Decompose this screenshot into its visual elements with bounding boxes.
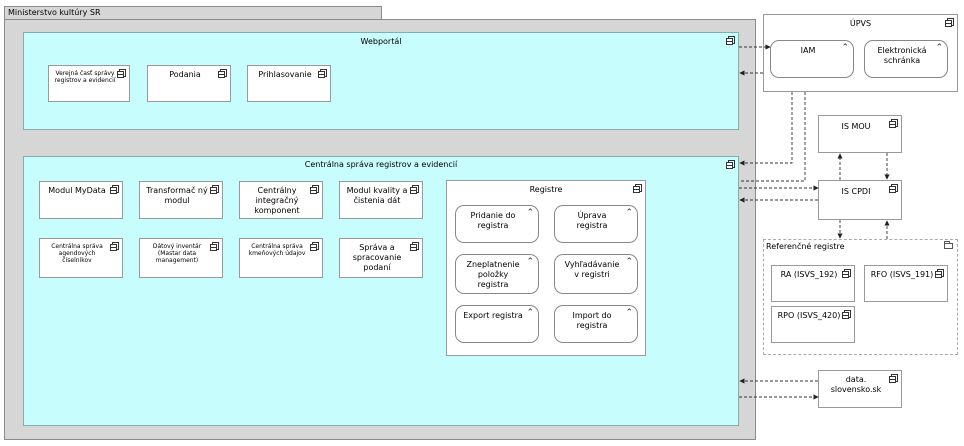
webportal-component-podania[interactable]: Podania: [147, 65, 231, 102]
service-invalidate[interactable]: Zneplatnenie položky registra ⌃: [455, 254, 539, 294]
module-label: Dátový inventár (Mastar data management): [152, 243, 202, 264]
module-label: Modul kvality a čistenia dát: [346, 186, 408, 205]
component-icon: [726, 36, 735, 45]
module-inventory[interactable]: Dátový inventár (Mastar data management): [139, 238, 223, 278]
module-master-data[interactable]: Centrálna správa kmeňových údajov: [239, 238, 323, 278]
component-icon: [410, 242, 419, 251]
service-icon: ⌃: [935, 43, 943, 53]
service-label: Import do registra: [572, 311, 612, 330]
module-label: Centrálna správa kmeňových údajov: [248, 243, 306, 257]
webportal-component-prihlasovanie[interactable]: Prihlasovanie: [247, 65, 331, 102]
is-cpdi-label: IS CPDI: [841, 187, 871, 196]
component-icon: [410, 185, 419, 194]
upvs-service-mailbox[interactable]: Elektronická schránka ⌃: [864, 40, 948, 78]
upvs-service-iam[interactable]: IAM ⌃: [770, 40, 854, 78]
module-integration[interactable]: Centrálny integračný komponent: [239, 181, 323, 219]
service-label: Elektronická schránka: [877, 46, 927, 65]
component-icon: [945, 18, 954, 27]
component-icon: [935, 269, 944, 278]
component-icon: [310, 185, 319, 194]
component-icon: [110, 242, 119, 251]
module-label: Modul MyData: [48, 186, 106, 195]
module-label: Správa a spracovanie podaní: [352, 243, 402, 272]
component-icon: [310, 242, 319, 251]
service-icon: ⌃: [526, 308, 534, 318]
component-icon: [842, 269, 851, 278]
service-search[interactable]: Vyhľadávanie v registri ⌃: [554, 254, 638, 294]
service-icon: ⌃: [841, 43, 849, 53]
conn-iam-central-2: [739, 92, 806, 182]
is-mou[interactable]: IS MOU: [818, 115, 902, 153]
module-label: Centrálna správa agendových číselníkov: [51, 243, 103, 264]
webportal-component-public[interactable]: Verejná časť správy registrov a evidenci…: [48, 65, 130, 102]
component-icon: [633, 184, 642, 193]
component-icon: [889, 184, 898, 193]
module-label: Transformač ný modul: [146, 186, 208, 205]
ministry-tab: Ministerstvo kultúry SR: [4, 6, 382, 20]
is-cpdi[interactable]: IS CPDI: [818, 180, 902, 220]
webportal-box: Webportál: [23, 32, 739, 130]
module-codelists[interactable]: Centrálna správa agendových číselníkov: [39, 238, 123, 278]
folder-icon: [944, 241, 953, 249]
service-icon: ⌃: [625, 257, 633, 267]
module-quality[interactable]: Modul kvality a čistenia dát: [339, 181, 423, 219]
component-icon: [889, 119, 898, 128]
ref-ra[interactable]: RA (ISVS_192): [771, 265, 855, 302]
service-label: Zneplatnenie položky registra: [466, 260, 520, 289]
ref-rpo[interactable]: RPO (ISVS_420): [771, 306, 855, 343]
service-label: Vyhľadávanie v registri: [564, 260, 620, 279]
module-submissions[interactable]: Správa a spracovanie podaní: [339, 238, 423, 278]
module-transform[interactable]: Transformač ný modul: [139, 181, 223, 219]
ref-label: RA (ISVS_192): [780, 270, 838, 279]
component-icon: [117, 69, 126, 78]
service-import[interactable]: Import do registra ⌃: [554, 305, 638, 343]
ref-rfo[interactable]: RFO (ISVS_191): [864, 265, 948, 302]
service-label: Export registra: [463, 311, 523, 320]
is-mou-label: IS MOU: [841, 122, 871, 131]
service-icon: ⌃: [526, 208, 534, 218]
component-label: Verejná časť správy registrov a evidenci…: [54, 70, 116, 84]
component-icon: [889, 374, 898, 383]
service-label: IAM: [800, 46, 816, 55]
service-icon: ⌃: [625, 208, 633, 218]
component-icon: [318, 69, 327, 78]
upvs-title: ÚPVS: [849, 19, 872, 28]
service-edit[interactable]: Úprava registra ⌃: [554, 205, 638, 243]
ref-label: RPO (ISVS_420): [777, 311, 841, 320]
component-label: Podania: [169, 70, 201, 79]
data-slovensko[interactable]: data. slovensko.sk: [818, 370, 902, 408]
central-title: Centrálna správa registrov a evidencií: [304, 160, 458, 169]
service-export[interactable]: Export registra⌃: [455, 305, 539, 343]
service-label: Úprava registra: [576, 211, 608, 230]
webportal-title: Webportál: [360, 37, 402, 46]
component-icon: [210, 242, 219, 251]
conn-iam-central: [739, 92, 793, 166]
component-icon: [210, 185, 219, 194]
data-slovensko-label: data. slovensko.sk: [830, 375, 882, 394]
component-label: Prihlasovanie: [258, 70, 312, 79]
module-label: Centrálny integračný komponent: [254, 186, 300, 215]
component-icon: [218, 69, 227, 78]
service-icon: ⌃: [526, 257, 534, 267]
registre-title: Registre: [529, 185, 563, 194]
component-icon: [726, 160, 735, 169]
ref-title: Referenčné registre: [766, 242, 845, 251]
ref-label: RFO (ISVS_191): [870, 270, 934, 279]
module-mydata[interactable]: Modul MyData: [39, 181, 123, 219]
service-icon: ⌃: [625, 308, 633, 318]
service-label: Pridanie do registra: [470, 211, 516, 230]
service-add[interactable]: Pridanie do registra ⌃: [455, 205, 539, 243]
component-icon: [110, 185, 119, 194]
component-icon: [842, 310, 851, 319]
ministry-label: Ministerstvo kultúry SR: [8, 8, 101, 17]
